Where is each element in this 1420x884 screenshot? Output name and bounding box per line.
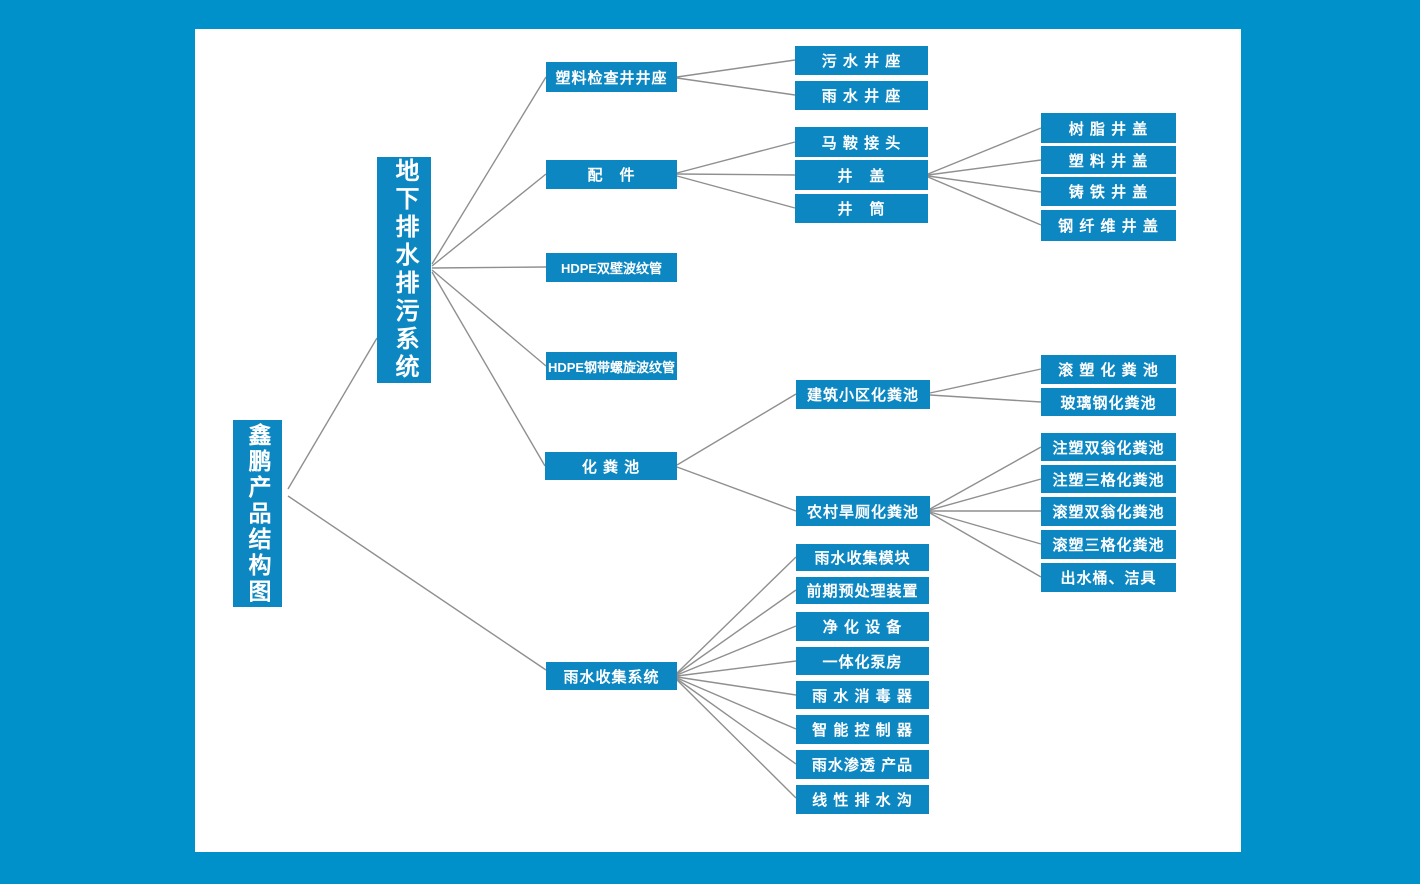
node-rainwater-collection-system: 雨水收集系统 (546, 662, 677, 690)
node-fittings: 配 件 (546, 160, 677, 189)
node-underground-drainage-system: 地下排水排污系统 (377, 157, 431, 383)
node-hdpe-steel-belt-spiral-pipe: HDPE钢带螺旋波纹管 (546, 352, 677, 380)
node-well-cover: 井 盖 (795, 160, 928, 190)
node-cast-iron-well-cover: 铸 铁 井 盖 (1041, 177, 1176, 206)
node-integrated-pump-house: 一体化泵房 (796, 647, 929, 675)
node-rainwater-collection-module: 雨水收集模块 (796, 544, 929, 571)
node-septic-tank: 化 粪 池 (545, 452, 677, 480)
node-outlet-bucket-sanitary-ware: 出水桶、洁具 (1041, 563, 1176, 592)
node-resin-well-cover: 树 脂 井 盖 (1041, 113, 1176, 143)
node-rotomolded-septic-tank: 滚 塑 化 粪 池 (1041, 355, 1176, 384)
node-steel-fiber-well-cover: 钢 纤 维 井 盖 (1041, 210, 1176, 241)
node-root-title: 鑫鹏产品结构图 (233, 420, 282, 607)
node-plastic-inspection-well-seat: 塑料检查井井座 (546, 62, 677, 92)
node-smart-controller: 智 能 控 制 器 (796, 715, 929, 744)
node-pretreatment-device: 前期预处理装置 (796, 577, 929, 604)
node-linear-drainage-channel: 线 性 排 水 沟 (796, 785, 929, 814)
node-hdpe-double-wall-corrugated-pipe: HDPE双壁波纹管 (546, 253, 677, 282)
node-rotomolded-three-compartment-septic-tank: 滚塑三格化粪池 (1041, 530, 1176, 559)
node-saddle-joint: 马 鞍 接 头 (795, 127, 928, 157)
node-residential-septic-tank: 建筑小区化粪池 (796, 380, 930, 409)
node-rural-dry-toilet-septic-tank: 农村旱厕化粪池 (796, 496, 930, 526)
node-rainwater-well-seat: 雨 水 井 座 (795, 81, 928, 110)
node-rainwater-disinfector: 雨 水 消 毒 器 (796, 681, 929, 709)
node-purification-equipment: 净 化 设 备 (796, 612, 929, 641)
node-frp-septic-tank: 玻璃钢化粪池 (1041, 388, 1176, 416)
node-rotomolded-double-urn-septic-tank: 滚塑双翁化粪池 (1041, 497, 1176, 526)
node-injection-three-compartment-septic-tank: 注塑三格化粪池 (1041, 465, 1176, 493)
node-rainwater-infiltration-products: 雨水渗透 产品 (796, 750, 929, 779)
node-injection-double-urn-septic-tank: 注塑双翁化粪池 (1041, 433, 1176, 461)
node-plastic-well-cover: 塑 料 井 盖 (1041, 146, 1176, 174)
node-well-barrel: 井 筒 (795, 194, 928, 223)
node-sewage-well-seat: 污 水 井 座 (795, 46, 928, 75)
